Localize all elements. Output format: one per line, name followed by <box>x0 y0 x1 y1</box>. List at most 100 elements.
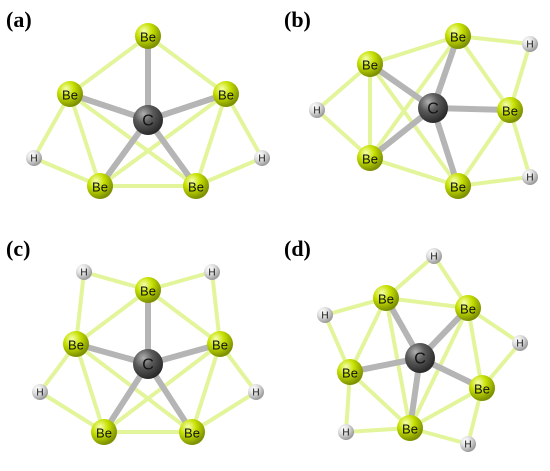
atom-label-b-7: H <box>526 173 533 184</box>
bond-d-2 <box>384 296 470 310</box>
atom-be-c-8 <box>91 419 117 445</box>
atom-h-c-7 <box>248 384 264 400</box>
atom-label-c-3: Be <box>68 338 84 353</box>
atom-h-c-6 <box>32 384 48 400</box>
atom-be-d-6 <box>337 359 363 385</box>
atom-be-a-4 <box>87 173 113 199</box>
atom-label-c-2: H <box>208 268 215 279</box>
bond-d-10 <box>408 386 484 430</box>
atom-h-c-0 <box>76 264 92 280</box>
atom-label-d-7: Be <box>474 382 490 397</box>
bond-b-8 <box>456 108 512 188</box>
atom-be-c-4 <box>207 331 233 357</box>
atom-label-d-4: H <box>516 339 523 350</box>
atom-c-d-5 <box>405 343 435 373</box>
atom-label-d-8: H <box>342 428 349 439</box>
atom-h-d-10 <box>460 436 476 452</box>
atom-label-d-0: H <box>430 252 437 263</box>
atom-label-d-3: H <box>321 311 328 322</box>
atom-label-c-9: Be <box>184 426 200 441</box>
atom-label-c-0: H <box>80 268 87 279</box>
atom-label-c-6: H <box>36 388 43 399</box>
atom-label-a-0: Be <box>140 30 156 45</box>
bond-b-0 <box>368 34 460 66</box>
bond-d-9 <box>348 370 412 430</box>
atom-c-a-3 <box>133 105 163 135</box>
atom-be-c-1 <box>135 277 161 303</box>
atom-label-c-1: Be <box>140 284 156 299</box>
panel-c-label: (c) <box>6 236 30 261</box>
atom-label-b-3: C <box>427 101 439 118</box>
atom-h-a-6 <box>26 150 42 166</box>
atom-label-a-3: C <box>142 113 154 130</box>
atom-label-a-2: Be <box>218 88 234 103</box>
bond-a-3 <box>194 92 228 188</box>
atom-label-d-2: Be <box>460 302 476 317</box>
atom-be-b-0 <box>445 23 471 49</box>
bond-c-5 <box>146 288 222 346</box>
atom-h-b-7 <box>522 169 538 185</box>
bond-d-7 <box>348 296 388 374</box>
atom-label-b-4: Be <box>502 104 518 119</box>
atom-h-d-4 <box>512 335 528 351</box>
bond-c-4 <box>74 288 150 346</box>
atom-h-d-8 <box>338 424 354 440</box>
atom-be-a-1 <box>57 81 83 107</box>
atom-label-a-5: Be <box>188 180 204 195</box>
atom-be-b-8 <box>445 173 471 199</box>
atom-label-c-8: Be <box>96 426 112 441</box>
atom-be-b-4 <box>497 97 523 123</box>
atom-c-b-3 <box>418 93 448 123</box>
bond-b-7 <box>368 156 460 188</box>
atom-label-b-5: H <box>313 106 320 117</box>
panel-b-label: (b) <box>284 7 311 32</box>
atom-label-a-7: H <box>258 154 265 165</box>
bond-a-0 <box>68 34 150 96</box>
bond-d-8 <box>466 306 484 390</box>
atom-h-a-7 <box>254 150 270 166</box>
atom-be-b-2 <box>357 51 383 77</box>
atom-be-d-7 <box>469 375 495 401</box>
atom-be-a-2 <box>213 81 239 107</box>
atom-label-b-2: Be <box>362 58 378 73</box>
atom-label-a-6: H <box>30 154 37 165</box>
atom-label-d-1: Be <box>378 292 394 307</box>
atom-be-b-6 <box>357 145 383 171</box>
atom-be-d-9 <box>397 415 423 441</box>
atom-label-c-4: Be <box>212 338 228 353</box>
atom-be-d-1 <box>373 285 399 311</box>
bond-b-3 <box>456 34 512 112</box>
atom-label-d-5: C <box>414 351 426 368</box>
panel-a-label: (a) <box>6 7 32 32</box>
bond-a-1 <box>146 34 228 96</box>
atom-be-a-0 <box>135 23 161 49</box>
bond-a-2 <box>68 92 102 188</box>
atom-label-c-7: H <box>252 388 259 399</box>
atom-label-d-10: H <box>464 440 471 451</box>
atom-label-b-8: Be <box>450 180 466 195</box>
atom-h-d-0 <box>426 248 442 264</box>
bond-c-6 <box>74 342 106 434</box>
atom-be-c-9 <box>179 419 205 445</box>
atom-label-d-6: Be <box>342 366 358 381</box>
atom-be-c-3 <box>63 331 89 357</box>
atom-c-c-5 <box>133 349 163 379</box>
atom-label-a-1: Be <box>62 88 78 103</box>
atom-label-a-4: Be <box>92 180 108 195</box>
atom-label-c-5: C <box>142 357 154 374</box>
atom-h-b-5 <box>309 102 325 118</box>
atom-h-d-3 <box>317 307 333 323</box>
atom-h-b-1 <box>522 36 538 52</box>
atom-label-d-9: Be <box>402 422 418 437</box>
atom-be-d-2 <box>455 295 481 321</box>
atom-label-b-1: H <box>526 40 533 51</box>
atom-label-b-6: Be <box>362 152 378 167</box>
